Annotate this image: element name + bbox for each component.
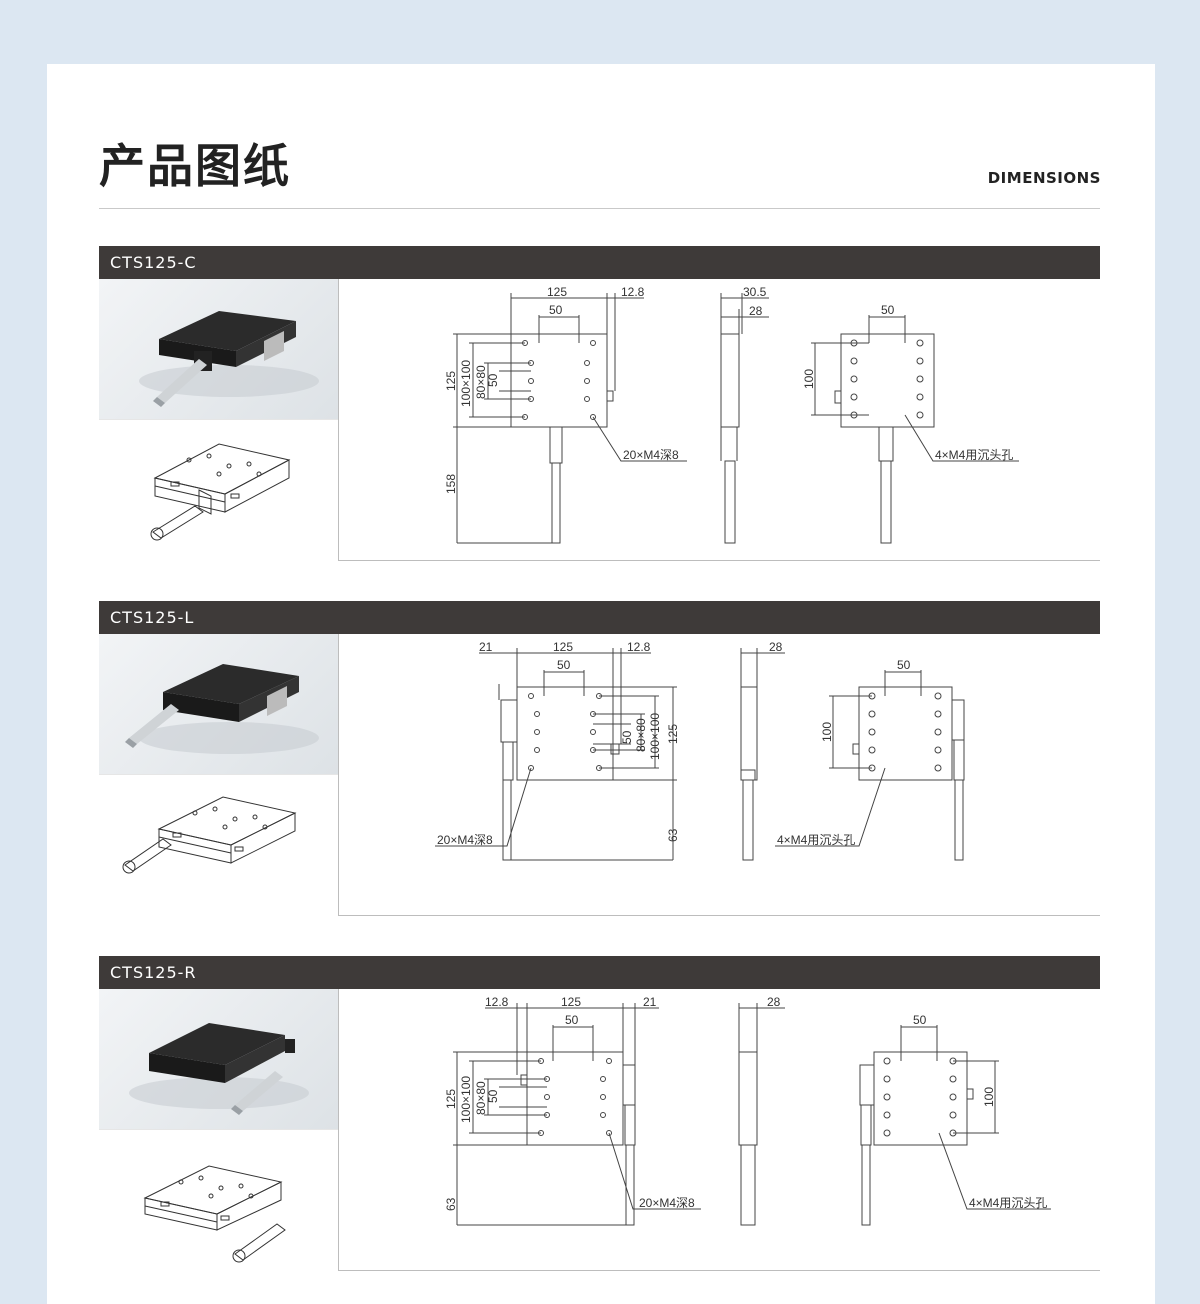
product-photos xyxy=(99,989,338,1271)
dim-hole-spacing: 50 xyxy=(565,1013,579,1027)
product-line-image xyxy=(99,774,338,916)
dimensions-card: 产品图纸 DIMENSIONS CTS125-C xyxy=(47,64,1155,1304)
dim-side-c: 50 xyxy=(486,1089,500,1103)
section-header: CTS125-C xyxy=(99,246,1100,279)
product-render-image xyxy=(99,279,338,419)
section-body: 12.8 125 21 50 125 100×100 80×80 50 63 2… xyxy=(99,989,1100,1271)
section-header: CTS125-R xyxy=(99,956,1100,989)
section-cts125-r: CTS125-R xyxy=(99,956,1100,1271)
section-header: CTS125-L xyxy=(99,601,1100,634)
dim-side-b: 80×80 xyxy=(634,718,648,752)
dim-right-offset: 21 xyxy=(643,995,657,1009)
note-bottom-holes: 4×M4用沉头孔 xyxy=(969,1196,1047,1210)
dim-offset: 12.8 xyxy=(485,995,509,1009)
dim-side-b: 80×80 xyxy=(474,365,488,399)
dim-knob: 158 xyxy=(444,474,458,494)
section-divider xyxy=(338,279,339,560)
technical-drawing: 21 125 12.8 50 50 80×80 100×100 125 63 2… xyxy=(339,634,1100,915)
dim-height: 125 xyxy=(666,724,680,744)
dim-height: 125 xyxy=(444,1089,458,1109)
product-render-image xyxy=(99,989,338,1129)
section-body: 21 125 12.8 50 50 80×80 100×100 125 63 2… xyxy=(99,634,1100,916)
product-photos xyxy=(99,634,338,916)
page-title: 产品图纸 xyxy=(99,139,291,193)
dim-side-a: 100×100 xyxy=(459,360,473,407)
dim-offset: 12.8 xyxy=(621,285,645,299)
dim-side-b: 80×80 xyxy=(474,1081,488,1115)
dim-width: 125 xyxy=(547,285,567,299)
dim-knob: 63 xyxy=(444,1197,458,1211)
product-line-image xyxy=(99,419,338,561)
dim-bottom-spacing: 50 xyxy=(913,1013,927,1027)
technical-drawing: 12.8 125 21 50 125 100×100 80×80 50 63 2… xyxy=(339,989,1100,1270)
product-render-image xyxy=(99,634,338,774)
note-bottom-holes: 4×M4用沉头孔 xyxy=(935,448,1013,462)
dim-width: 125 xyxy=(561,995,581,1009)
dim-height: 125 xyxy=(444,371,458,391)
dim-side-c: 50 xyxy=(620,730,634,744)
product-photos xyxy=(99,279,338,561)
dim-width: 125 xyxy=(553,640,573,654)
dim-side-body: 28 xyxy=(769,640,783,654)
page-subtitle: DIMENSIONS xyxy=(987,169,1101,187)
note-bottom-holes: 4×M4用沉头孔 xyxy=(777,833,855,847)
note-top-holes: 20×M4深8 xyxy=(437,833,493,847)
section-body: 125 12.8 50 125 100×100 80×80 50 158 20×… xyxy=(99,279,1100,561)
dim-knob: 63 xyxy=(666,828,680,842)
dim-bottom-spacing: 50 xyxy=(881,303,895,317)
dim-side-body: 28 xyxy=(749,304,763,318)
dim-bottom-spacing: 50 xyxy=(897,658,911,672)
note-top-holes: 20×M4深8 xyxy=(639,1196,695,1210)
section-cts125-c: CTS125-C xyxy=(99,246,1100,561)
technical-drawing: 125 12.8 50 125 100×100 80×80 50 158 20×… xyxy=(339,279,1100,560)
dim-hole-spacing: 50 xyxy=(557,658,571,672)
dim-bottom-height: 100 xyxy=(802,369,816,389)
dim-left-offset: 21 xyxy=(479,640,493,654)
title-divider xyxy=(99,208,1100,209)
dim-side-a: 100×100 xyxy=(648,713,662,760)
dim-side-c: 50 xyxy=(486,373,500,387)
dim-side-a: 100×100 xyxy=(459,1076,473,1123)
section-divider xyxy=(338,634,339,915)
section-cts125-l: CTS125-L xyxy=(99,601,1100,916)
dim-bottom-height: 100 xyxy=(820,722,834,742)
section-divider xyxy=(338,989,339,1270)
note-top-holes: 20×M4深8 xyxy=(623,448,679,462)
top-view-body xyxy=(510,333,608,428)
dim-side-total: 30.5 xyxy=(743,285,767,299)
dim-offset: 12.8 xyxy=(627,640,651,654)
product-line-image xyxy=(99,1129,338,1271)
dim-bottom-height: 100 xyxy=(982,1087,996,1107)
dim-side-body: 28 xyxy=(767,995,781,1009)
dim-hole-spacing: 50 xyxy=(549,303,563,317)
